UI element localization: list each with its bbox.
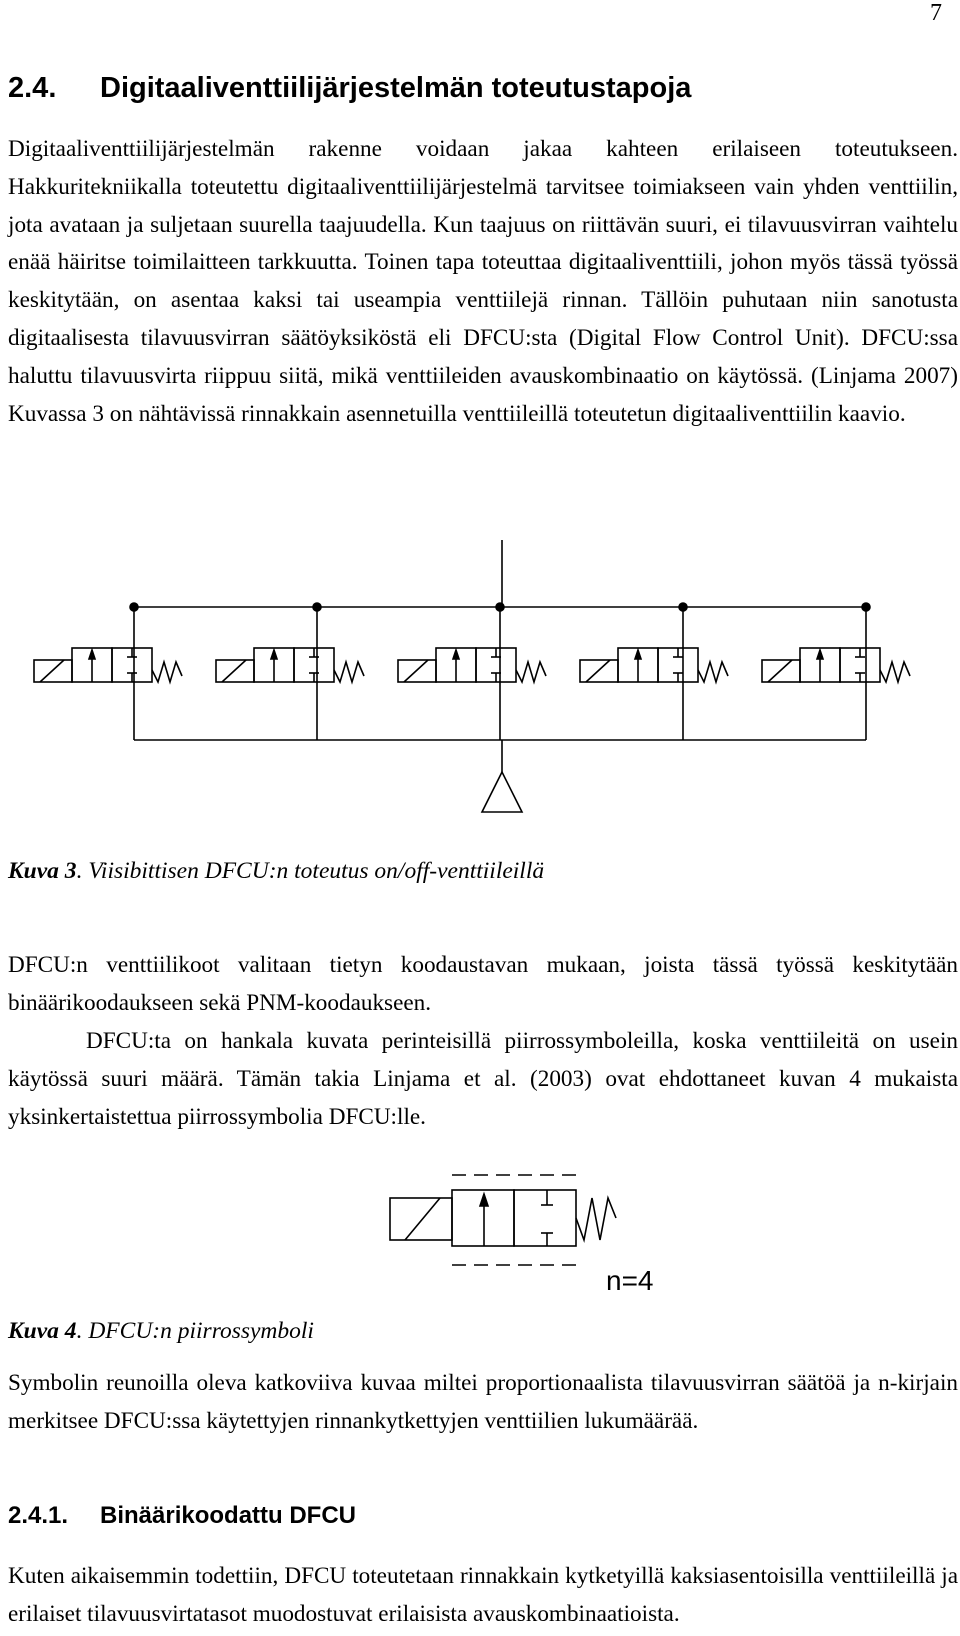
spring-icon: [151, 659, 183, 685]
solenoid-diagonal: [403, 659, 429, 683]
solenoid-diagonal: [585, 659, 611, 683]
flow-arrowhead: [815, 647, 825, 660]
solenoid-box: [389, 1197, 453, 1241]
section-heading: 2.4. Digitaaliventtiilijärjestelmän tote…: [8, 72, 691, 105]
page-number: 7: [930, 0, 942, 26]
section-number: 2.4.: [8, 72, 57, 104]
figure-3-caption-text: . Viisibittisen DFCU:n toteutus on/off-v…: [76, 858, 545, 884]
solenoid-diagonal: [39, 659, 65, 683]
paragraph-3: DFCU:ta on hankala kuvata perinteisillä …: [8, 1028, 958, 1130]
paragraph-4: Symbolin reunoilla oleva katkoviiva kuva…: [8, 1370, 958, 1434]
tank-triangle-icon: [480, 770, 524, 813]
figure-4-caption: Kuva 4. DFCU:n piirrossymboli: [8, 1318, 314, 1345]
valve-box-closed: [513, 1189, 577, 1247]
spring-icon: [515, 659, 547, 685]
subsection-number: 2.4.1.: [8, 1502, 69, 1529]
figure-4-caption-text: . DFCU:n piirrossymboli: [76, 1318, 314, 1344]
solenoid-diagonal: [767, 659, 793, 683]
flow-arrowhead: [633, 647, 643, 660]
n-label: n=4: [606, 1265, 654, 1296]
spring-icon: [333, 659, 365, 685]
spring-icon: [879, 659, 911, 685]
section-title: Digitaaliventtiilijärjestelmän toteutust…: [100, 72, 692, 104]
subsection-title: Binäärikoodattu DFCU: [100, 1502, 357, 1529]
spring-icon: [697, 659, 729, 685]
figure-3-caption: Kuva 3. Viisibittisen DFCU:n toteutus on…: [8, 858, 544, 885]
flow-arrowhead: [451, 647, 461, 660]
paragraph-5: Kuten aikaisemmin todettiin, DFCU toteut…: [8, 1563, 958, 1627]
figure-3-caption-label: Kuva 3: [8, 858, 77, 884]
figure-4-caption-label: Kuva 4: [8, 1318, 77, 1344]
solenoid-diagonal: [221, 659, 247, 683]
figure-4-symbol: [389, 1174, 617, 1266]
paragraph-1: Digitaaliventtiilijärjestelmän rakenne v…: [8, 136, 958, 427]
paragraph-2: DFCU:n venttiilikoot valitaan tietyn koo…: [8, 952, 958, 1016]
subsection-heading: 2.4.1. Binäärikoodattu DFCU: [8, 1502, 356, 1530]
spring-icon: [575, 1195, 617, 1244]
flow-arrowhead: [87, 647, 97, 660]
flow-arrowhead: [269, 647, 279, 660]
figure-3-diagram: [33, 540, 911, 813]
